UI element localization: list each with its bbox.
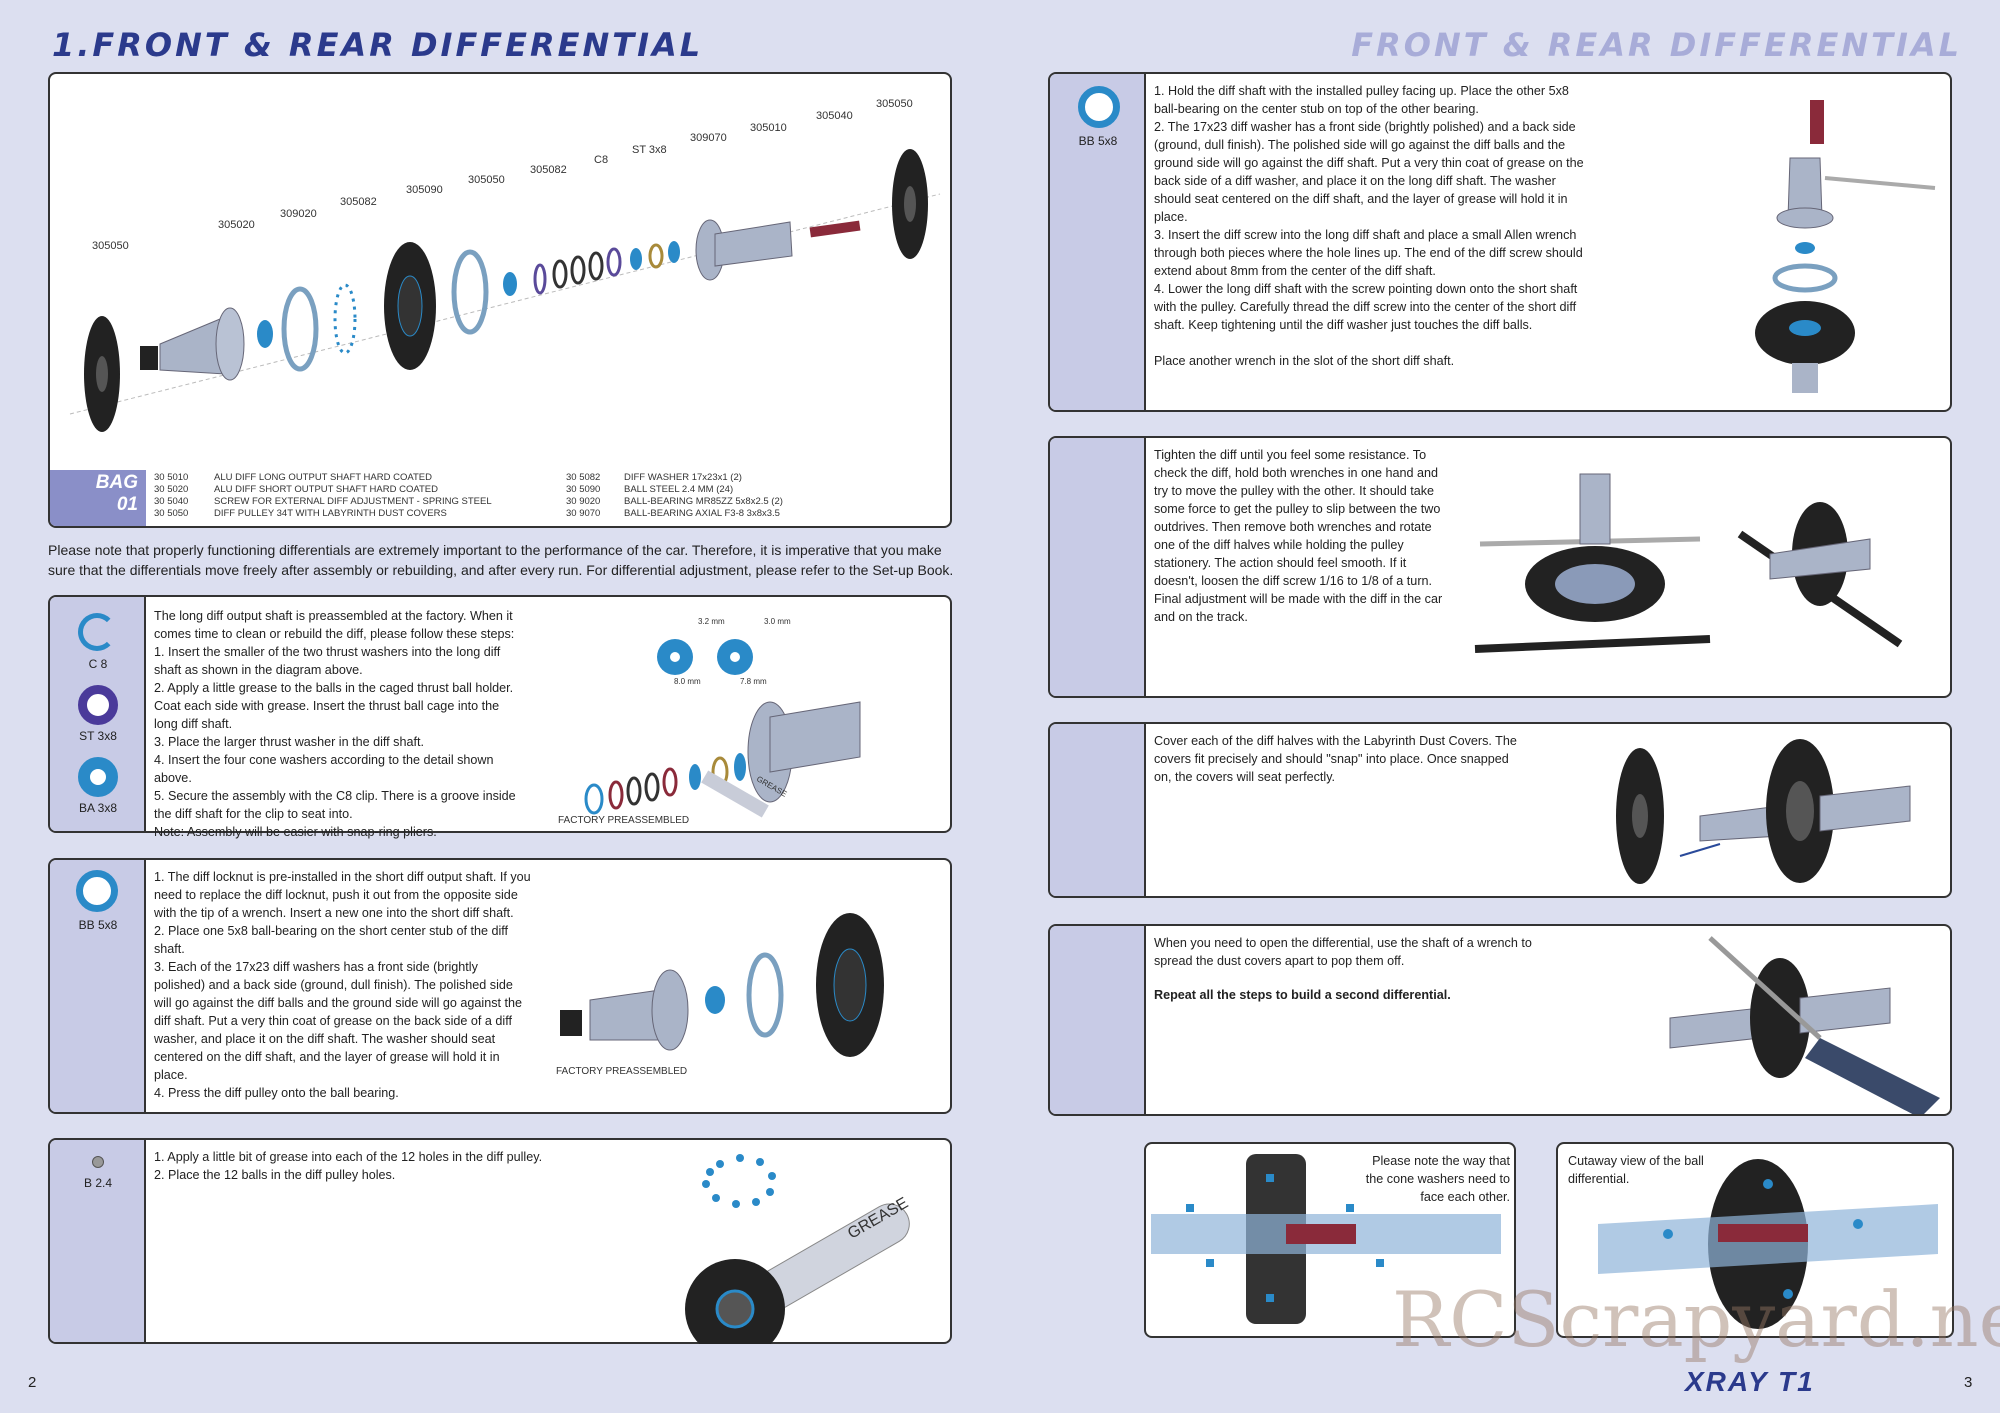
part-icon-column: BB 5x8 (50, 860, 146, 1112)
step-panel-6: Cover each of the diff halves with the L… (1048, 722, 1952, 898)
callout-label: 305050 (876, 98, 913, 110)
xray-logo: XRAY T1 (1685, 1366, 1815, 1397)
step-instructions: 1. Apply a little bit of grease into eac… (154, 1150, 543, 1182)
step4-diagram (1755, 100, 1936, 393)
callout-label: 305010 (750, 122, 787, 134)
dimension-label: 3.2 mm (698, 617, 725, 626)
exploded-view-panel: 305050 305020 309020 305082 305090 30505… (48, 72, 952, 472)
callout-label: ST 3x8 (632, 144, 667, 156)
ball-bearing-icon (1078, 86, 1120, 128)
cutaway-panel-1: Please note the way that the cone washer… (1144, 1142, 1516, 1338)
step-instructions: When you need to open the differential, … (1154, 936, 1532, 968)
callout-label: 305040 (816, 110, 853, 122)
step7-diagram (1669, 936, 1940, 1114)
factory-caption: FACTORY PREASSEMBLED (556, 1066, 688, 1077)
step-panel-5: Tighten the diff until you feel some res… (1048, 436, 1952, 698)
part-icon-column (1050, 724, 1146, 896)
cutaway-caption: Cutaway view of the ball differential. (1568, 1154, 1704, 1186)
step-instructions: 1. The diff locknut is pre-installed in … (154, 870, 531, 1100)
part-icon-column: BB 5x8 (1050, 74, 1146, 410)
exploded-diagram (69, 149, 941, 432)
step5-diagram (1474, 473, 1903, 653)
dimension-label: 7.8 mm (740, 677, 767, 686)
step-panel-1: C 8 ST 3x8 BA 3x8 The long diff output s… (48, 595, 952, 839)
icon-label: ST 3x8 (79, 729, 117, 743)
cutaway-diagram-2 (1598, 1159, 1938, 1329)
callout-label: 305020 (218, 219, 255, 231)
icon-label: BB 5x8 (78, 918, 118, 932)
cutaway-panel-2: Cutaway view of the ball differential. (1556, 1142, 1954, 1338)
part-icon-column: B 2.4 (50, 1140, 146, 1342)
step3-diagram (685, 1154, 910, 1344)
callout-label: 305090 (406, 184, 443, 196)
callout-label: 305082 (530, 164, 567, 176)
dimension-label: 3.0 mm (764, 617, 791, 626)
step-instructions: Tighten the diff until you feel some res… (1154, 448, 1443, 624)
cutaway-diagram-1 (1151, 1154, 1501, 1324)
page-number-right: 3 (1964, 1374, 1973, 1391)
dimension-label: 8.0 mm (674, 677, 701, 686)
page-title-left: 1.FRONT & REAR DIFFERENTIAL (52, 26, 704, 64)
part-icon-column (1050, 926, 1146, 1114)
step6-diagram (1616, 739, 1911, 884)
part-icon-column (1050, 438, 1146, 696)
factory-caption: FACTORY PREASSEMBLED (558, 815, 690, 826)
repeat-note: Repeat all the steps to build a second d… (1154, 988, 1451, 1002)
c8-clip-icon (78, 613, 116, 651)
callout-label: 309070 (690, 132, 727, 144)
icon-label: C 8 (88, 657, 108, 671)
page-title-right: FRONT & REAR DIFFERENTIAL (1351, 26, 1962, 64)
step-panel-4: BB 5x8 1. Hold the diff shaft with the i… (1048, 72, 1952, 412)
cutaway-caption: Please note the way that the cone washer… (1365, 1154, 1510, 1204)
callout-label: 305050 (468, 174, 505, 186)
part-icon-column: C 8 ST 3x8 BA 3x8 (50, 597, 146, 831)
part-descs-right: DIFF WASHER 17x23x1 (2)BALL STEEL 2.4 MM… (624, 472, 783, 519)
step-panel-3: B 2.4 1. Apply a little bit of grease in… (48, 1138, 952, 1344)
step2-diagram (560, 913, 884, 1057)
step-instructions: Cover each of the diff halves with the L… (1154, 734, 1517, 784)
step1-diagram (584, 639, 861, 818)
watermark: RCScrapyard.net (1392, 1275, 2000, 1364)
cone-washer-icon (78, 685, 118, 725)
steel-ball-icon (92, 1156, 104, 1168)
step-instructions: 1. Hold the diff shaft with the installe… (1154, 84, 1584, 368)
icon-label: BB 5x8 (1078, 134, 1118, 148)
icon-label: B 2.4 (83, 1176, 113, 1190)
icon-label: BA 3x8 (78, 801, 118, 815)
step-panel-2: BB 5x8 1. The diff locknut is pre-instal… (48, 858, 952, 1114)
callout-label: C8 (594, 154, 609, 166)
step-panel-7: When you need to open the differential, … (1048, 924, 1952, 1116)
step-instructions: The long diff output shaft is preassembl… (154, 609, 516, 839)
page-number-left: 2 (28, 1374, 37, 1391)
callout-label: 305050 (92, 240, 129, 252)
callout-label: 309020 (280, 208, 317, 220)
ball-bearing-icon (76, 870, 118, 912)
important-note: Please note that properly functioning di… (48, 542, 954, 578)
callout-label: 305082 (340, 196, 377, 208)
thrust-bearing-icon (78, 757, 118, 797)
